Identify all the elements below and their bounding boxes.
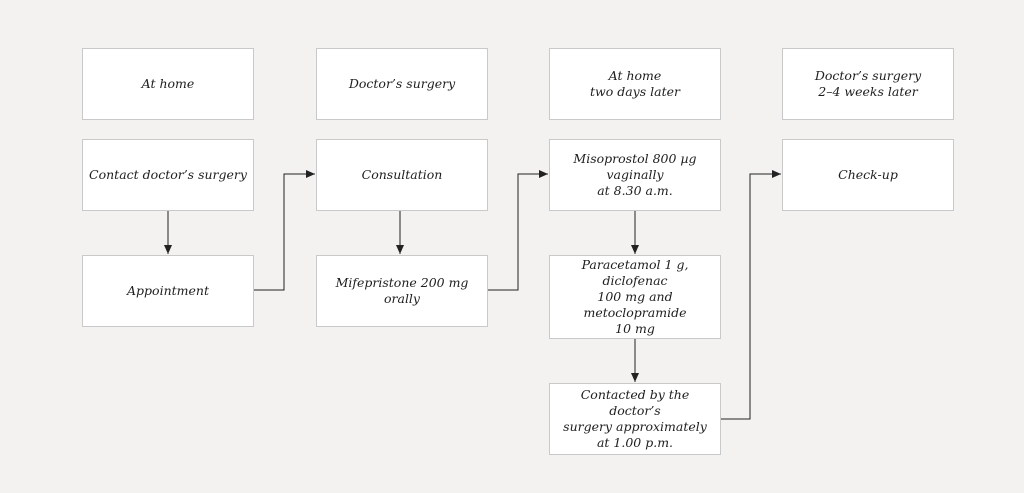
step-contact-doctors-surgery: Contact doctor’s surgery [82, 139, 254, 211]
step-consultation-text: Consultation [361, 167, 443, 182]
header-at-home-two-days-later: At home two days later [549, 48, 721, 120]
step-check-up-text: Check-up [838, 167, 898, 182]
arrow-mifepristone-to-misoprostol [488, 170, 548, 291]
step-contacted-by-surgery-text: Contacted by the doctor’s surgery approx… [563, 387, 707, 450]
step-check-up: Check-up [782, 139, 954, 211]
step-paracetamol: Paracetamol 1 g, diclofenac 100 mg and m… [549, 255, 721, 339]
step-mifepristone-text: Mifepristone 200 mg orally [335, 275, 469, 306]
header-doctors-surgery-text: Doctor’s surgery [348, 76, 456, 91]
step-contact-doctors-surgery-text: Contact doctor’s surgery [89, 167, 247, 182]
step-mifepristone: Mifepristone 200 mg orally [316, 255, 488, 327]
step-misoprostol: Misoprostol 800 µg vaginally at 8.30 a.m… [549, 139, 721, 211]
step-contacted-by-surgery: Contacted by the doctor’s surgery approx… [549, 383, 721, 455]
header-doctors-surgery-later: Doctor’s surgery 2–4 weeks later [782, 48, 954, 120]
step-consultation: Consultation [316, 139, 488, 211]
step-appointment: Appointment [82, 255, 254, 327]
header-at-home-two-days-later-text: At home two days later [590, 68, 680, 99]
header-at-home-text: At home [141, 76, 195, 91]
step-misoprostol-text: Misoprostol 800 µg vaginally at 8.30 a.m… [573, 151, 697, 198]
arrow-contacted-to-checkup [721, 170, 781, 420]
step-paracetamol-text: Paracetamol 1 g, diclofenac 100 mg and m… [581, 257, 689, 336]
step-appointment-text: Appointment [127, 283, 209, 298]
arrow-appointment-to-consultation [254, 170, 315, 291]
header-doctors-surgery-later-text: Doctor’s surgery 2–4 weeks later [814, 68, 922, 99]
header-at-home: At home [82, 48, 254, 120]
header-doctors-surgery: Doctor’s surgery [316, 48, 488, 120]
